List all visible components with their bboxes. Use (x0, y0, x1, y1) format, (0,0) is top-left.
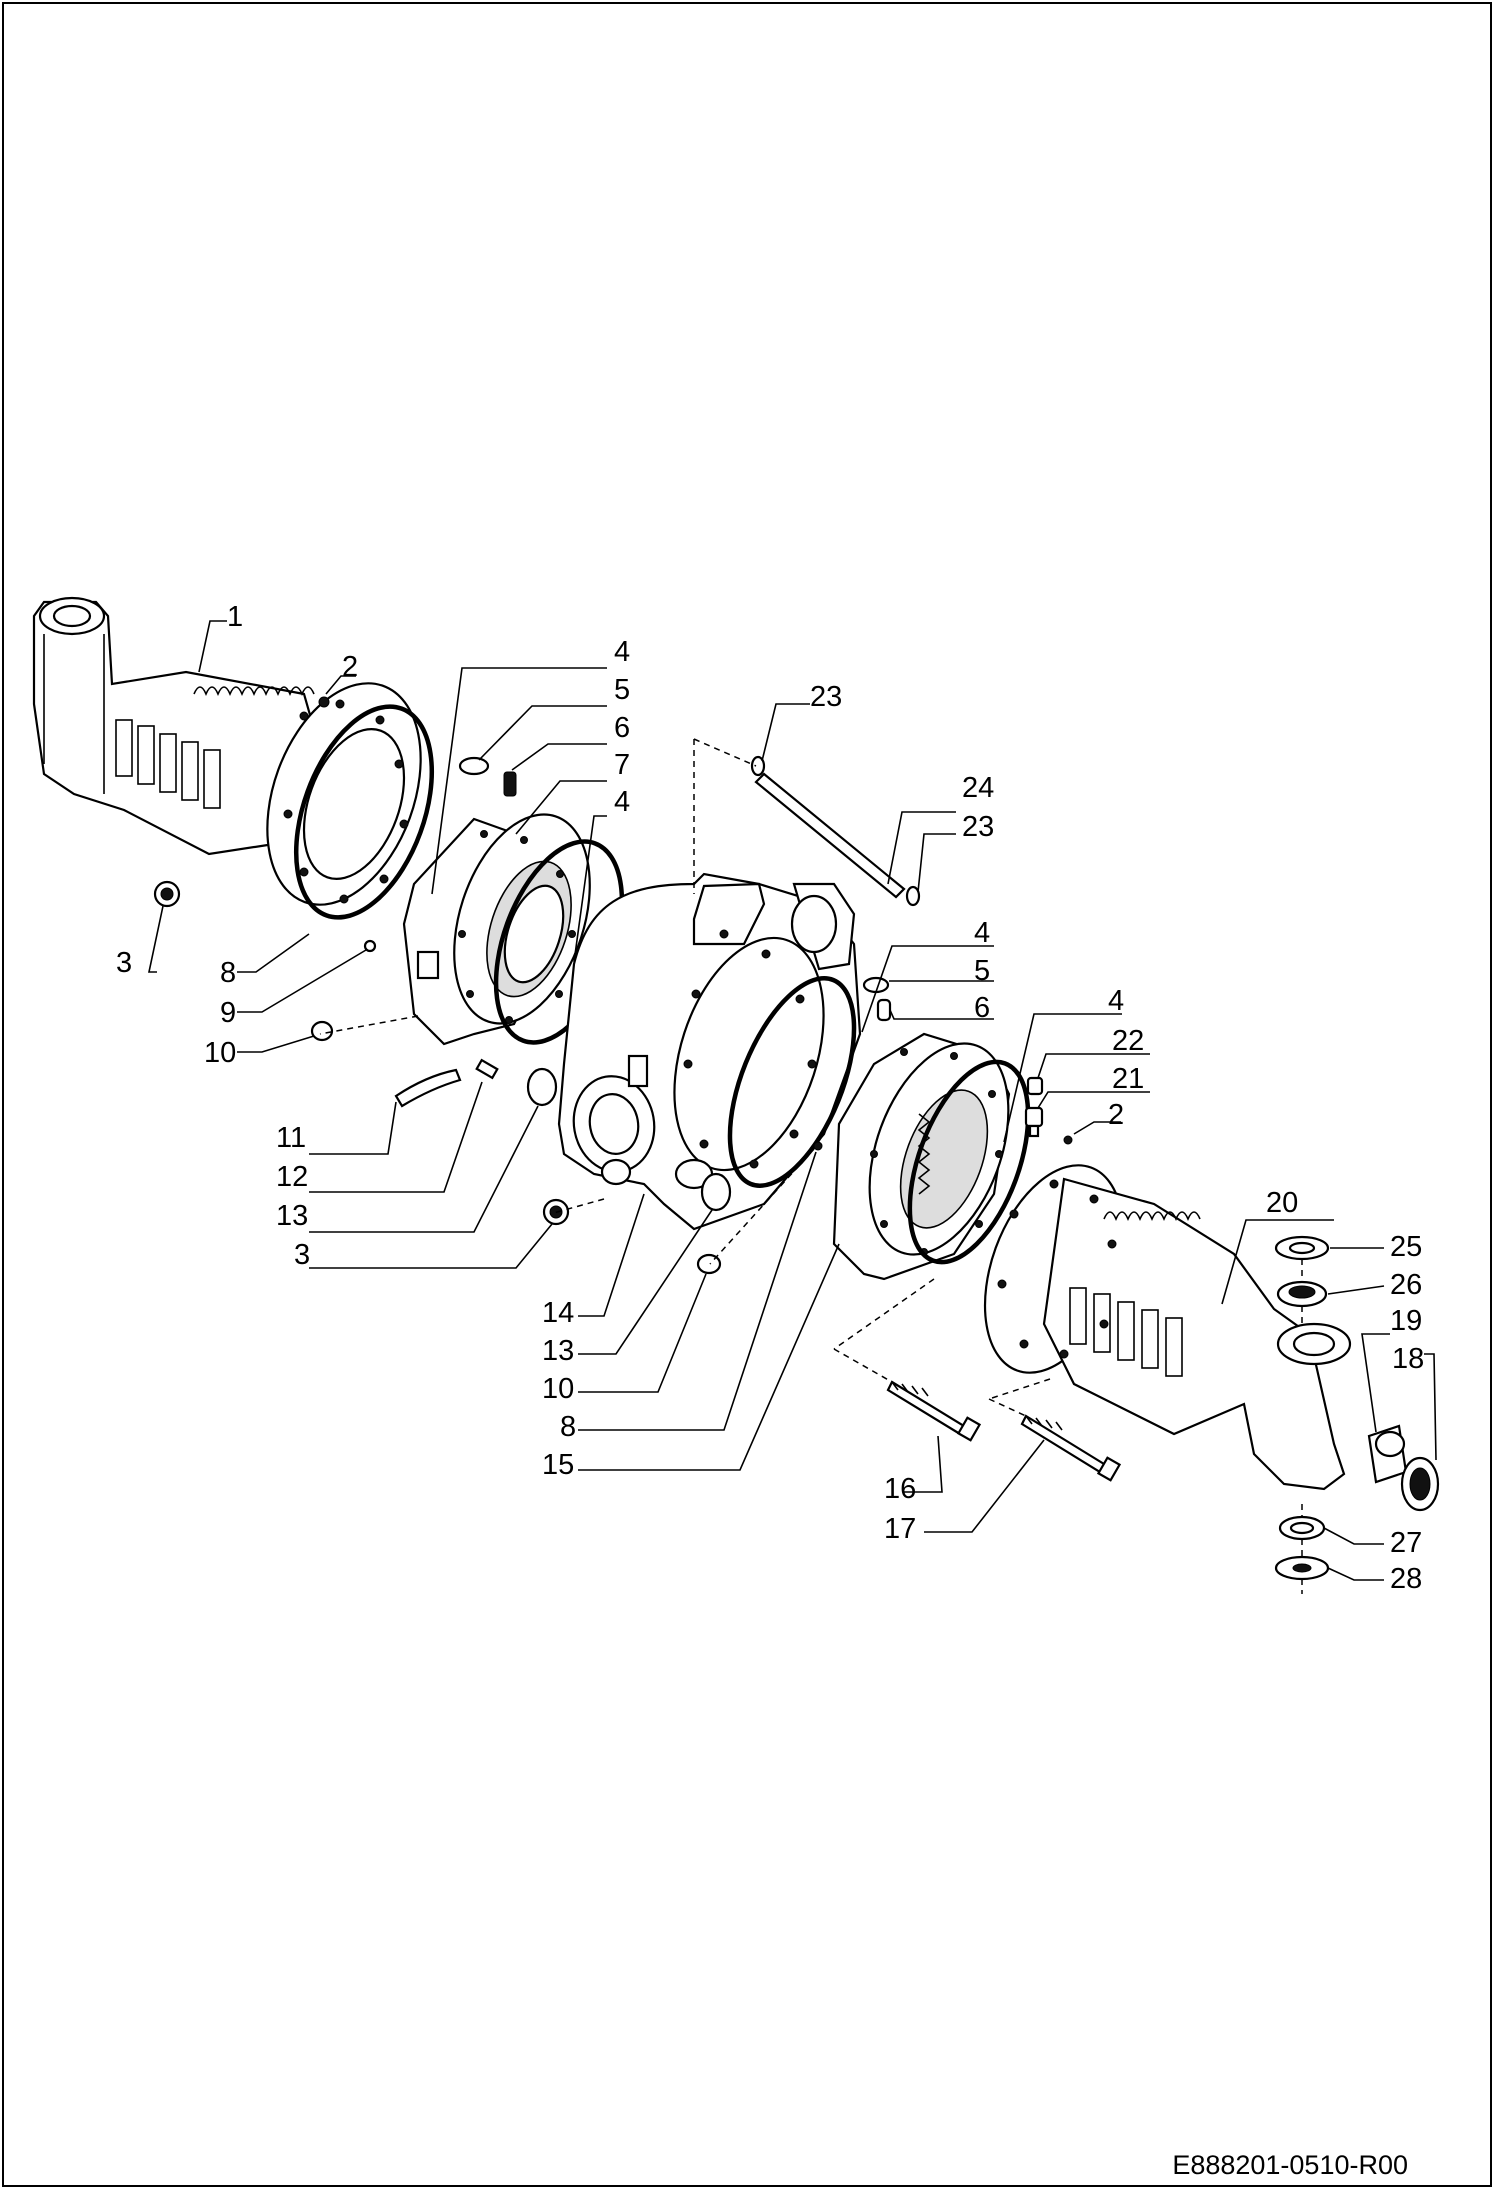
plug-2-left (318, 696, 330, 708)
right-axle-housing (983, 1164, 1352, 1491)
callout-17: 17 (884, 1513, 916, 1545)
exploded-axle-diagram: 1 2 3 4 5 6 7 4 8 9 10 11 12 13 3 14 13 … (32, 596, 1440, 2180)
callout-6-left: 6 (614, 712, 630, 744)
seal-5-left (458, 756, 490, 776)
leader-lines (148, 620, 1437, 1581)
screw-12 (475, 1058, 499, 1080)
callout-4-top: 4 (614, 636, 630, 668)
bushing-19 (1367, 1424, 1408, 1484)
ball-9 (363, 939, 377, 953)
o-ring-4-right (907, 1059, 1031, 1265)
nut-3-left (153, 880, 181, 908)
valve-6-right (876, 998, 892, 1022)
callout-22: 22 (1112, 1025, 1144, 1057)
callout-6-right: 6 (974, 992, 990, 1024)
plug-21 (1024, 1106, 1044, 1138)
callout-2-right: 2 (1108, 1099, 1124, 1131)
callout-labels: 1 2 3 4 5 6 7 4 8 9 10 11 12 13 3 14 13 … (116, 601, 1424, 1595)
pin-24 (750, 755, 921, 907)
left-axle-housing (32, 596, 422, 906)
callout-23-top: 23 (810, 681, 842, 713)
washer-28 (1274, 1555, 1330, 1581)
callout-5-left: 5 (614, 674, 630, 706)
callout-5-right: 5 (974, 955, 990, 987)
callout-13-center: 13 (542, 1335, 574, 1367)
callout-13-left: 13 (276, 1200, 308, 1232)
callout-14: 14 (542, 1297, 574, 1329)
callout-28: 28 (1390, 1563, 1422, 1595)
callout-4-right-b: 4 (1108, 985, 1124, 1017)
callout-2-top-left: 2 (342, 651, 358, 683)
callout-25: 25 (1390, 1231, 1422, 1263)
retainer-11 (394, 1068, 462, 1108)
callout-8-center: 8 (560, 1411, 576, 1443)
plug-10-left (310, 1020, 334, 1042)
washer-13-left (526, 1067, 558, 1107)
bolt-16 (886, 1380, 982, 1442)
bearing-26 (1276, 1280, 1328, 1308)
callout-12: 12 (276, 1161, 308, 1193)
right-brake-housing (832, 1032, 1011, 1281)
callout-16: 16 (884, 1473, 916, 1505)
callout-27: 27 (1390, 1527, 1422, 1559)
ball-8-center (813, 1141, 823, 1151)
alignment-lines (319, 738, 1303, 1594)
callout-20: 20 (1266, 1187, 1298, 1219)
o-ring-4-center (727, 976, 857, 1188)
bolt-17 (1020, 1414, 1122, 1482)
callout-15: 15 (542, 1449, 574, 1481)
washer-13-center (700, 1172, 732, 1212)
callout-10-center: 10 (542, 1373, 574, 1405)
washer-25 (1274, 1235, 1330, 1261)
o-ring-4-left-a (293, 704, 435, 920)
valve-6-left (503, 771, 517, 797)
callout-26: 26 (1390, 1269, 1422, 1301)
callout-8-left: 8 (220, 957, 236, 989)
callout-23-bottom: 23 (962, 811, 994, 843)
bearing-18 (1400, 1456, 1440, 1512)
drawing-reference-code: E888201-0510-R00 (1172, 2150, 1408, 2180)
left-brake-housing (402, 813, 591, 1046)
callout-4-right-a: 4 (974, 917, 990, 949)
callout-1: 1 (227, 601, 243, 633)
callout-19: 19 (1390, 1305, 1422, 1337)
bearing-27 (1278, 1515, 1326, 1541)
plug-22 (1026, 1076, 1044, 1096)
plug-2-right (1063, 1135, 1073, 1145)
callout-4-second: 4 (614, 786, 630, 818)
callout-10-left: 10 (204, 1037, 236, 1069)
callout-18: 18 (1392, 1343, 1424, 1375)
callout-11: 11 (276, 1122, 306, 1154)
callout-3-left: 3 (116, 947, 132, 979)
callout-9: 9 (220, 997, 236, 1029)
callout-21: 21 (1112, 1063, 1144, 1095)
callout-24: 24 (962, 772, 994, 804)
callout-7: 7 (614, 749, 630, 781)
callout-3-center: 3 (294, 1239, 310, 1271)
